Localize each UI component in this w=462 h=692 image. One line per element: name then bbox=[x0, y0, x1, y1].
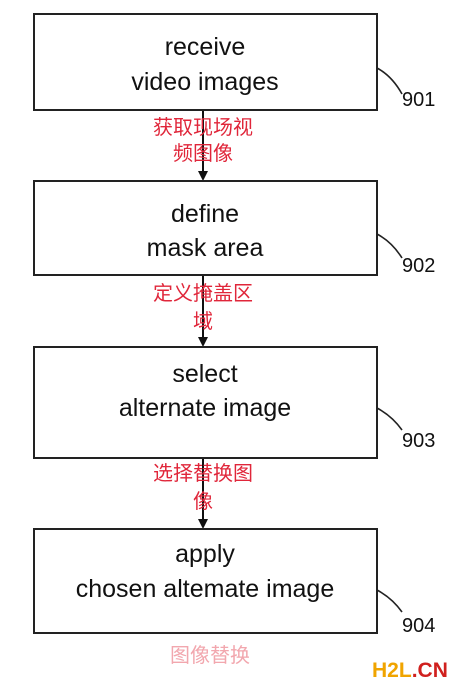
annotation-4-line1: 图像替换 bbox=[170, 643, 250, 667]
step-box-1: receive video images bbox=[33, 13, 378, 111]
step-2-line1: define bbox=[171, 200, 239, 228]
ref-901: 901 bbox=[402, 89, 435, 111]
step-box-2-frame bbox=[33, 180, 378, 276]
step-box-4: apply chosen altemate image bbox=[33, 528, 378, 634]
step-box-3-frame bbox=[33, 346, 378, 459]
annotation-1-line2: 频图像 bbox=[173, 141, 233, 165]
watermark: H2L.CN bbox=[372, 659, 448, 682]
watermark-part2: .CN bbox=[412, 659, 448, 682]
ref-902: 902 bbox=[402, 255, 435, 277]
ref-903: 903 bbox=[402, 430, 435, 452]
ref-leader-902 bbox=[376, 233, 403, 259]
ref-leader-904 bbox=[376, 589, 403, 613]
step-4-line1: apply bbox=[175, 540, 235, 568]
step-box-1-frame bbox=[33, 13, 378, 111]
annotation-1-line1: 获取现场视 bbox=[153, 115, 253, 139]
step-2-line2: mask area bbox=[147, 234, 264, 262]
annotation-3-line2: 像 bbox=[193, 489, 213, 513]
annotation-2-line1: 定义掩盖区 bbox=[153, 281, 253, 305]
step-box-2: define mask area bbox=[33, 180, 378, 276]
step-4-line2: chosen altemate image bbox=[76, 575, 334, 603]
ref-leader-901 bbox=[376, 67, 403, 95]
watermark-text: H2L.CN bbox=[372, 659, 448, 682]
step-1-line1: receive bbox=[165, 33, 246, 61]
ref-904: 904 bbox=[402, 615, 435, 637]
ref-leader-903 bbox=[376, 407, 403, 431]
annotation-3-line1: 选择替换图 bbox=[153, 461, 253, 485]
watermark-part1: H2L bbox=[372, 659, 412, 682]
step-1-line2: video images bbox=[131, 68, 278, 96]
step-box-4-frame bbox=[33, 528, 378, 634]
step-box-3: select alternate image bbox=[33, 346, 378, 459]
step-3-line2: alternate image bbox=[119, 394, 291, 422]
step-3-line1: select bbox=[172, 360, 237, 388]
annotation-2-line2: 域 bbox=[193, 309, 213, 333]
